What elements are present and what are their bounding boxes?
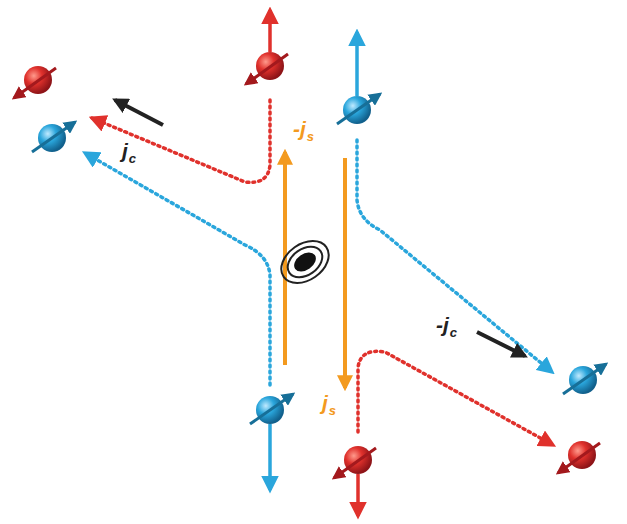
current-label: jc [122, 140, 136, 161]
current-label: js [322, 392, 336, 413]
current-label: -js [293, 118, 314, 139]
current-label: -jc [436, 314, 457, 335]
